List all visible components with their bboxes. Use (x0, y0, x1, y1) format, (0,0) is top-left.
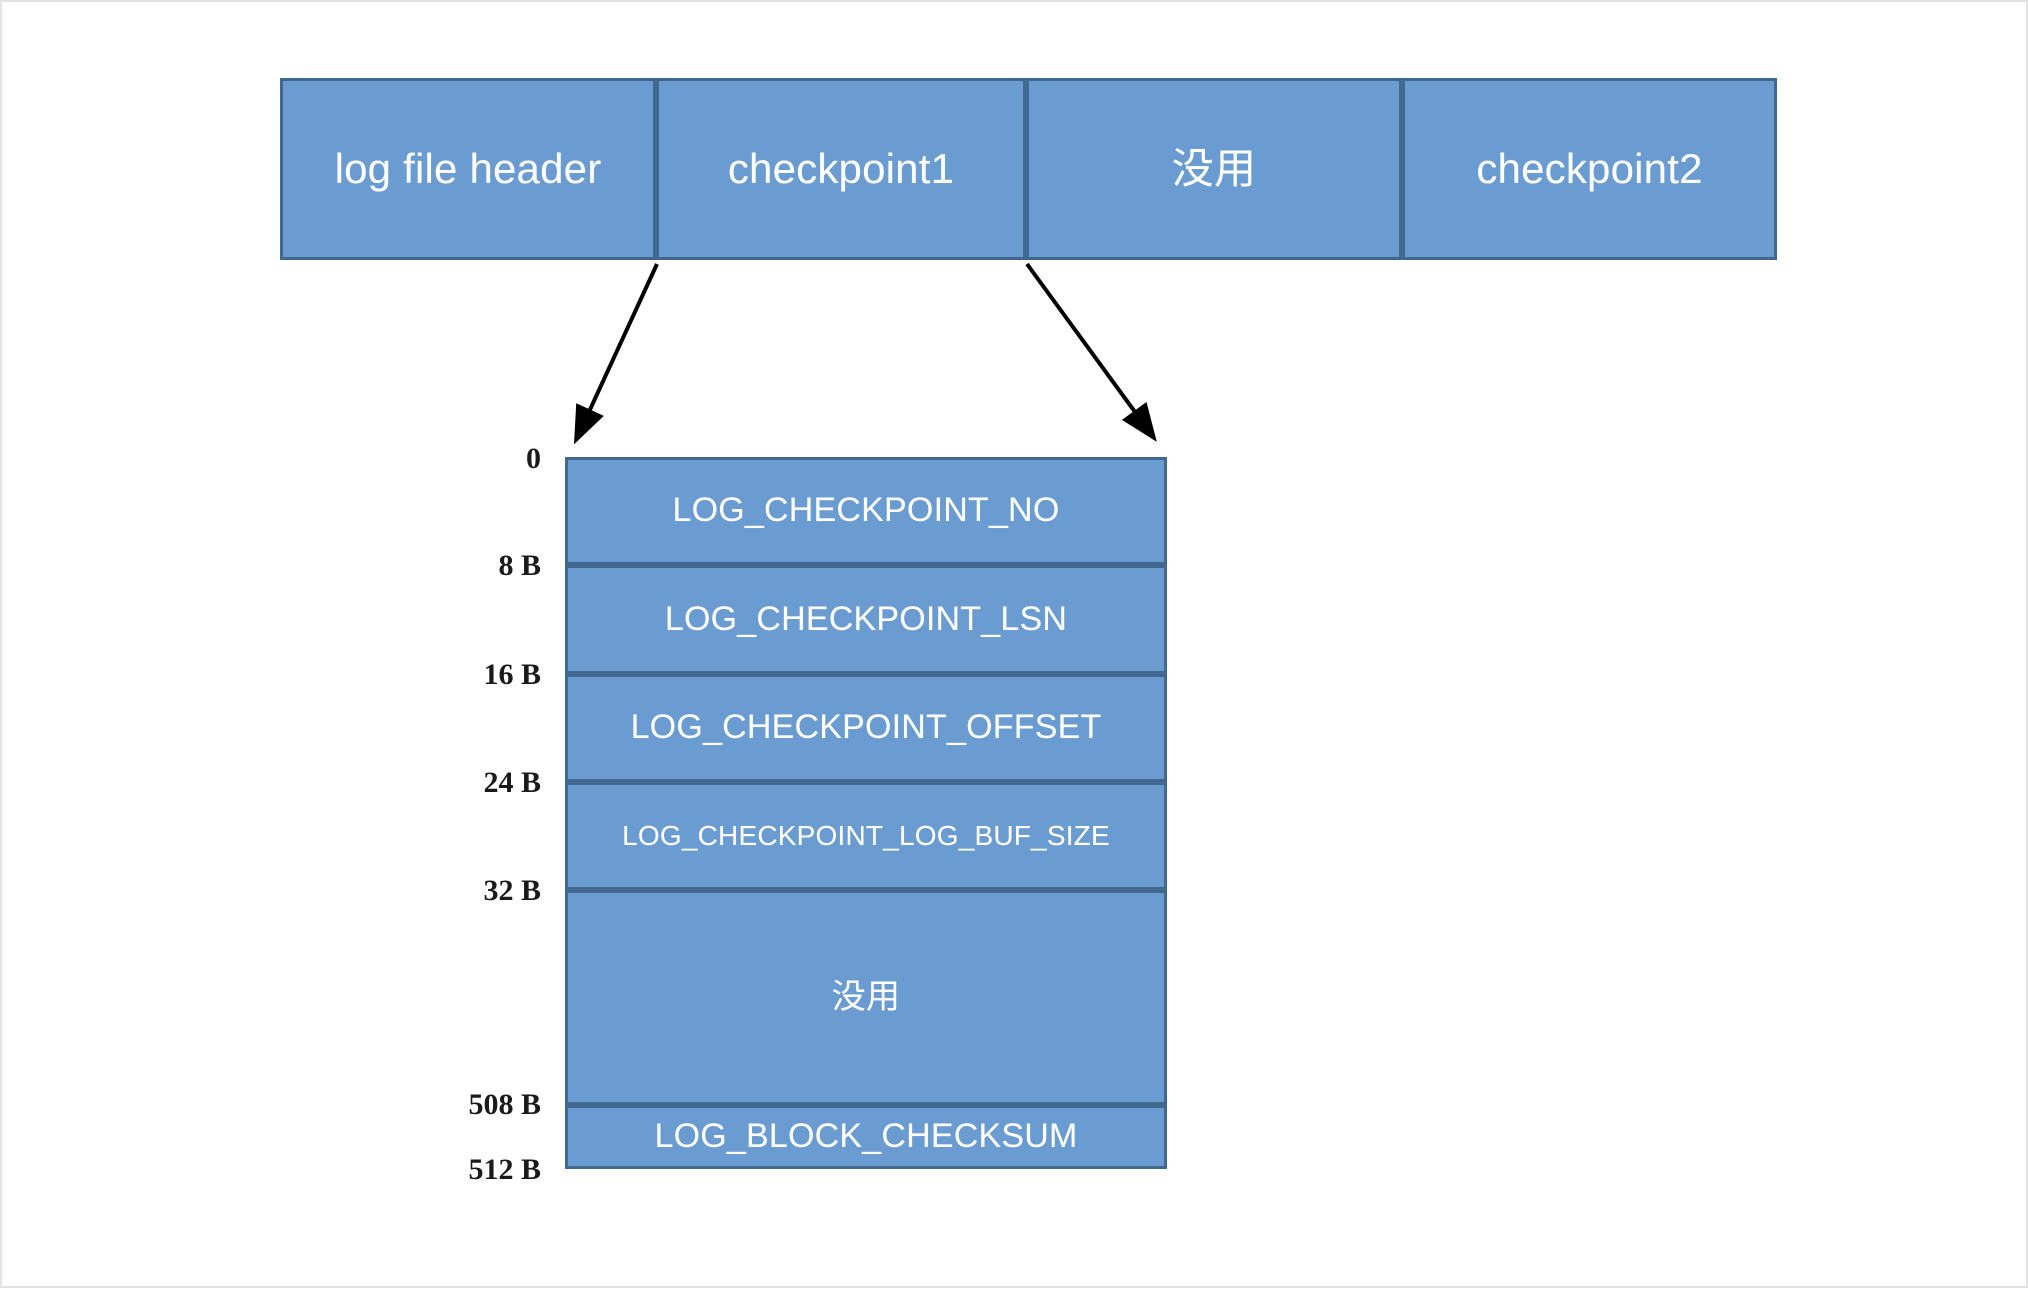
field-row-unused: 没用 (565, 890, 1167, 1105)
unused-block: 没用 (1026, 78, 1402, 260)
field-label: 没用 (831, 977, 901, 1016)
field-row-log-checkpoint-lsn: LOG_CHECKPOINT_LSN (565, 565, 1167, 674)
offset-label-512: 512 B (468, 1153, 541, 1186)
field-label: LOG_CHECKPOINT_LSN (664, 599, 1068, 638)
unused-label: 没用 (1171, 144, 1257, 192)
offset-label-32: 32 B (483, 874, 541, 907)
offset-label-16: 16 B (483, 658, 541, 691)
log-file-header-label: log file header (334, 144, 602, 192)
arrow-to-detail-right (1025, 262, 1157, 442)
log-file-layout-strip: log file header checkpoint1 没用 checkpoin… (280, 78, 1777, 260)
checkpoint1-block: checkpoint1 (656, 78, 1026, 260)
log-file-header-block: log file header (280, 78, 656, 260)
field-row-log-checkpoint-log-buf-size: LOG_CHECKPOINT_LOG_BUF_SIZE (565, 782, 1167, 890)
arrow-to-detail-left (573, 263, 659, 445)
field-row-log-checkpoint-no: LOG_CHECKPOINT_NO (565, 457, 1167, 565)
field-label: LOG_CHECKPOINT_LOG_BUF_SIZE (622, 819, 1110, 851)
field-row-log-block-checksum: LOG_BLOCK_CHECKSUM (565, 1105, 1167, 1169)
checkpoint-block-detail: LOG_CHECKPOINT_NO LOG_CHECKPOINT_LSN LOG… (565, 457, 1167, 1169)
checkpoint1-label: checkpoint1 (727, 144, 955, 192)
field-row-log-checkpoint-offset: LOG_CHECKPOINT_OFFSET (565, 674, 1167, 782)
field-label: LOG_CHECKPOINT_NO (672, 491, 1060, 530)
offset-label-0: 0 (526, 442, 541, 475)
checkpoint2-block: checkpoint2 (1402, 78, 1777, 260)
offset-label-508: 508 B (468, 1088, 541, 1121)
field-label: LOG_CHECKPOINT_OFFSET (630, 708, 1102, 747)
field-label: LOG_BLOCK_CHECKSUM (654, 1117, 1078, 1156)
offset-label-24: 24 B (483, 766, 541, 799)
offset-label-8: 8 B (498, 549, 541, 582)
checkpoint2-label: checkpoint2 (1476, 144, 1703, 192)
